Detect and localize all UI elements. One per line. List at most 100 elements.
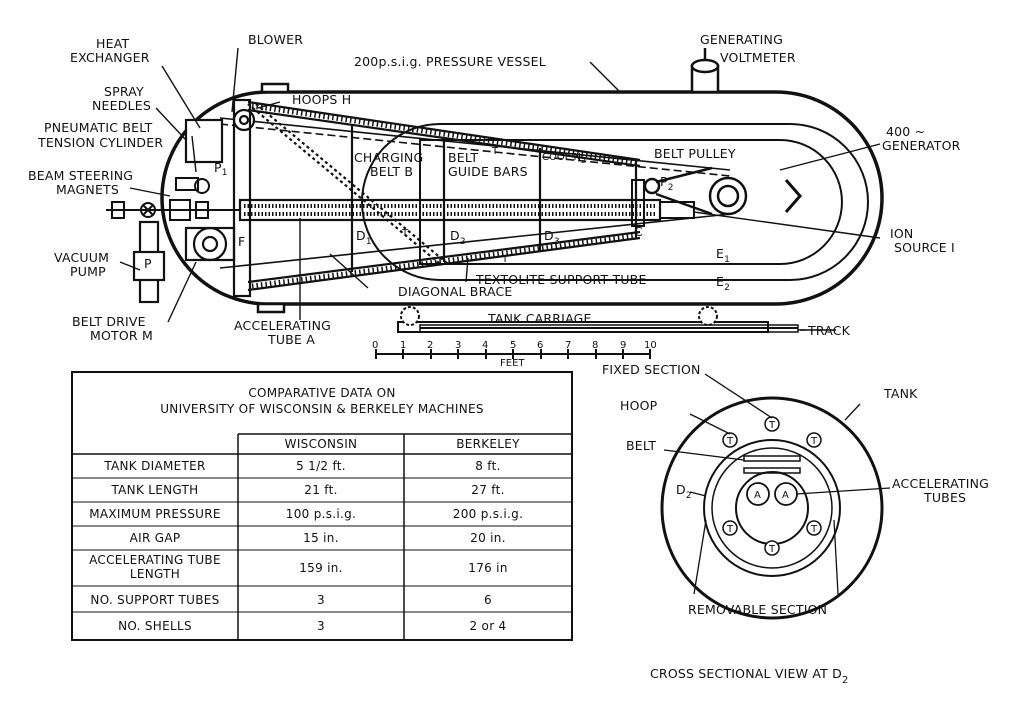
label-tank-carriage: TANK CARRIAGE — [487, 311, 592, 326]
label-e2: E2 — [716, 274, 730, 293]
scale-2: 2 — [427, 340, 433, 351]
label-motor: MOTOR M — [90, 328, 153, 343]
label-p1: P1 — [214, 160, 228, 178]
scale-5: 5 — [510, 340, 516, 351]
label-p-pump: P — [144, 256, 152, 271]
cs-label-belt: BELT — [626, 438, 656, 453]
label-guide-bars: GUIDE BARS — [448, 164, 528, 179]
label-blower: BLOWER — [248, 32, 303, 47]
label-exchanger: EXCHANGER — [70, 50, 150, 65]
cs-label-d2: D2 — [676, 482, 692, 501]
belt-pulley — [643, 166, 802, 216]
scale-7: 7 — [565, 340, 571, 351]
cs-terminal — [735, 471, 809, 545]
comparison-table: COMPARATIVE DATA ON UNIVERSITY OF WISCON… — [89, 386, 523, 633]
table-row-label: AIR GAP — [130, 531, 181, 545]
table-row-label: ACCELERATING TUBE — [89, 553, 221, 567]
cs-t-2: T — [726, 436, 734, 447]
label-belt-drive: BELT DRIVE — [72, 314, 146, 329]
label-diagonal-brace: DIAGONAL BRACE — [398, 284, 513, 299]
cs-label-fixed: FIXED SECTION — [602, 362, 701, 377]
cross-section-view — [660, 373, 891, 620]
cs-label-tank: TANK — [883, 386, 918, 401]
scale-4: 4 — [482, 340, 488, 351]
cs-belt-top — [743, 455, 801, 462]
label-textolite: TEXTOLITE SUPPORT TUBE — [475, 272, 647, 287]
label-needles: NEEDLES — [92, 98, 151, 113]
cs-tube-a1-label: A — [754, 490, 761, 501]
cs-hoop — [703, 439, 841, 577]
table-title-1: COMPARATIVE DATA ON — [248, 386, 395, 400]
table-header-wisconsin: WISCONSIN — [285, 437, 358, 451]
label-spray: SPRAY — [104, 84, 144, 99]
label-belt-pulley: BELT PULLEY — [654, 146, 736, 161]
label-pneumatic: PNEUMATIC BELT — [44, 120, 153, 135]
label-track: TRACK — [807, 323, 851, 338]
hoops-bottom — [251, 233, 637, 289]
voltmeter-nozzle — [690, 48, 720, 94]
cs-tube-a2-label: A — [782, 490, 789, 501]
cs-tube-a1 — [746, 482, 770, 506]
table-cell-berkeley: 200 p.s.i.g. — [453, 507, 523, 521]
label-hoops: HOOPS H — [292, 92, 351, 107]
table-header-berkeley: BERKELEY — [456, 437, 520, 451]
label-voltmeter: VOLTMETER — [720, 50, 796, 65]
label-f: F — [238, 234, 245, 249]
tank-carriage — [397, 306, 799, 333]
comparison-table-frame — [71, 371, 573, 641]
scale-3: 3 — [455, 340, 461, 351]
cs-label-accelerating: ACCELERATING — [892, 476, 989, 491]
label-beam-steering: BEAM STEERING — [28, 168, 133, 183]
table-cell-wisconsin: 3 — [317, 619, 325, 633]
cs-t-4: T — [726, 524, 734, 535]
label-d2: D2 — [450, 228, 466, 247]
table-row-label: NO. SUPPORT TUBES — [90, 593, 219, 607]
table-cell-berkeley: 8 ft. — [475, 459, 500, 473]
vacuum-pump — [132, 220, 166, 304]
scale-8: 8 — [592, 340, 598, 351]
label-generating: GENERATING — [700, 32, 783, 47]
table-row-label: TANK DIAMETER — [103, 459, 205, 473]
label-d3: D3 — [544, 228, 560, 247]
cs-label-hoop: HOOP — [620, 398, 658, 413]
table-cell-wisconsin: 5 1/2 ft. — [296, 459, 346, 473]
label-cool: COOL N2 — [542, 152, 586, 165]
scale-6: 6 — [537, 340, 543, 351]
table-row-label: MAXIMUM PRESSURE — [89, 507, 221, 521]
label-t-diag: T — [401, 228, 409, 239]
label-belt-guide-1: BELT — [448, 150, 478, 165]
label-d1: D1 — [356, 228, 372, 247]
table-cell-berkeley: 6 — [484, 593, 492, 607]
label-charging: CHARGING — [354, 150, 423, 165]
electrode-e1 — [419, 139, 843, 265]
table-cell-berkeley: 20 in. — [470, 531, 506, 545]
label-p2: P2 — [660, 174, 674, 193]
label-ion-source: SOURCE I — [894, 240, 955, 255]
label-t-top: T — [491, 146, 499, 157]
tank-outline — [160, 90, 884, 306]
pressure-vessel-side-view — [106, 48, 884, 359]
terminal-c — [631, 179, 645, 227]
hoops-top — [251, 103, 637, 165]
cs-t-1: T — [768, 420, 776, 431]
bulkhead-f — [232, 98, 252, 298]
belt-drive-motor — [184, 226, 236, 262]
table-cell-wisconsin: 15 in. — [303, 531, 339, 545]
label-magnets: MAGNETS — [56, 182, 119, 197]
bottom-fitting — [256, 302, 286, 314]
cs-label-tubes: TUBES — [923, 490, 966, 505]
label-belt-b: BELT B — [370, 164, 413, 179]
cs-t-5: T — [810, 524, 818, 535]
label-accelerating: ACCELERATING — [234, 318, 331, 333]
table-cell-berkeley: 2 or 4 — [470, 619, 507, 633]
cs-t-3: T — [810, 436, 818, 447]
scale-10: 10 — [644, 340, 657, 351]
shell-e2 — [361, 123, 869, 281]
table-cell-berkeley: 176 in — [468, 561, 507, 575]
table-row-label: NO. SHELLS — [118, 619, 192, 633]
cs-t-markers — [722, 416, 822, 556]
top-fitting — [260, 82, 290, 94]
table-row-label: TANK LENGTH — [110, 483, 198, 497]
